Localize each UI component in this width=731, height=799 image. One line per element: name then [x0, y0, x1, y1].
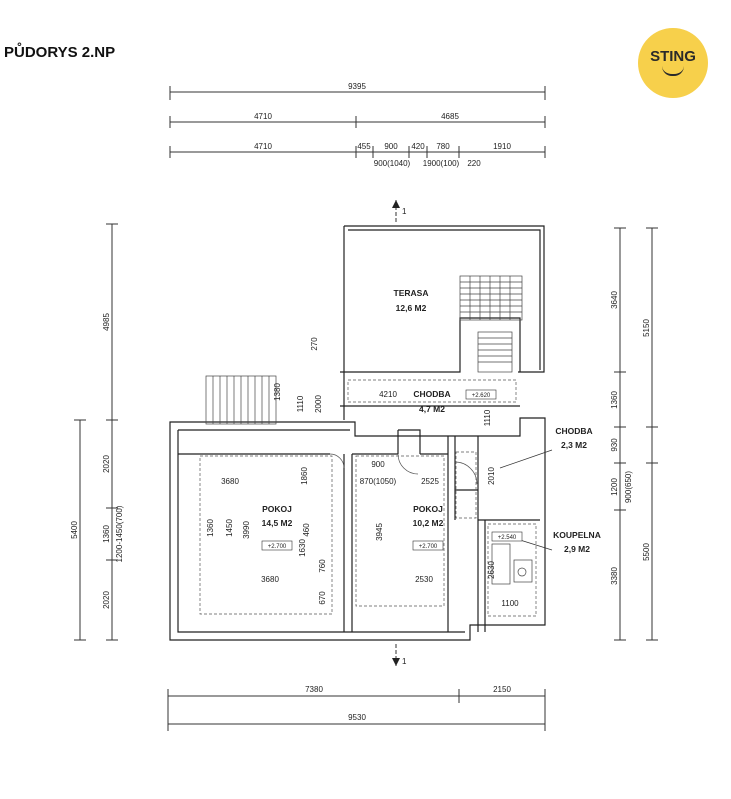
- room-pokoj2-name: POKOJ: [413, 504, 443, 514]
- room-pokoj1-name: POKOJ: [262, 504, 292, 514]
- dim-row3-sub-a: 900(1040): [374, 159, 411, 168]
- dim-koup-len: 2630: [487, 561, 496, 579]
- page-title: PŮDORYS 2.NP: [4, 44, 116, 61]
- dim-right-outer-2: 900(650): [624, 471, 633, 503]
- dim-p2-top: 2525: [421, 477, 439, 486]
- room-chodba1-area: 4,7 M2: [419, 404, 445, 414]
- room-pokoj2-area: 10,2 M2: [413, 518, 444, 528]
- room-koupelna-area: 2,9 M2: [564, 544, 590, 554]
- dim-bottom-left: 7380: [305, 685, 323, 694]
- room-chodba2-name: CHODBA: [555, 426, 592, 436]
- dim-row3-sub-b: 1900(100): [423, 159, 460, 168]
- room-terasa-area: 12,6 M2: [396, 303, 427, 313]
- dim-ch2-len: 2010: [487, 467, 496, 485]
- room-pokoj2-level: +2.700: [419, 544, 438, 550]
- dim-p2-h: 3945: [375, 523, 384, 541]
- dim-p1-door-b: 1630: [298, 539, 307, 557]
- dim-p2-door-b: 870(1050): [360, 477, 397, 486]
- logo-smile-icon: [662, 66, 684, 76]
- dim-left-inner-3: 1200-1450(700): [115, 505, 124, 562]
- section-mark-top: 1: [402, 207, 407, 216]
- dim-stair-c: 2000: [314, 395, 323, 413]
- dim-overall-top: 9395: [348, 82, 366, 91]
- dim-right-inner-5: 3380: [610, 567, 619, 585]
- dim-p1-h: 3990: [242, 521, 251, 539]
- dim-bottom-right: 2150: [493, 685, 511, 694]
- dim-left-outer-top: 4985: [102, 313, 111, 331]
- dim-right-inner-2: 1360: [610, 391, 619, 409]
- dim-p1-side-a: 1360: [206, 519, 215, 537]
- dim-p1-door-c: 460: [302, 523, 311, 537]
- room-chodba2-area: 2,3 M2: [561, 440, 587, 450]
- dim-p2-bottom: 2530: [415, 575, 433, 584]
- room-chodba1-level: +2.620: [472, 393, 491, 399]
- dim-top-left: 4710: [254, 112, 272, 121]
- stairs-left: [205, 375, 277, 425]
- room-pokoj1-area: 14,5 M2: [262, 518, 293, 528]
- room-chodba1-name: CHODBA: [413, 389, 450, 399]
- room-terasa-name: TERASA: [394, 288, 429, 298]
- dim-chodba-w: 1110: [483, 409, 492, 426]
- dim-row3-b: 455: [357, 142, 371, 151]
- dim-p1-door-e: 670: [318, 591, 327, 605]
- dim-right-outer-1: 5150: [642, 319, 651, 337]
- room-pokoj1-level: +2.700: [268, 544, 287, 550]
- section-mark-bottom: 1: [402, 657, 407, 666]
- room-koupelna-name: KOUPELNA: [553, 530, 601, 540]
- dim-row3-d: 420: [411, 142, 425, 151]
- stairs-right: [459, 275, 523, 373]
- dim-row3-e: 780: [436, 142, 450, 151]
- dim-koup-w: 1100: [501, 599, 519, 608]
- dim-p1-door-a: 1860: [300, 467, 309, 485]
- dim-left-inner-4: 2020: [102, 591, 111, 609]
- dim-right-inner-4: 1200: [610, 478, 619, 496]
- dim-row3-f: 1910: [493, 142, 511, 151]
- dim-left-outer-bottom: 5400: [70, 521, 79, 539]
- dim-chodba-len: 4210: [379, 390, 397, 399]
- dim-p1-door-d: 760: [318, 559, 327, 573]
- dim-stair-b: 1110: [296, 395, 305, 412]
- dim-bottom-overall: 9530: [348, 713, 366, 722]
- room-koupelna-level: +2.540: [498, 535, 517, 541]
- dim-left-inner-2: 1360: [102, 525, 111, 543]
- logo-text: STING: [650, 48, 696, 65]
- dim-p1-side-b: 1450: [225, 519, 234, 537]
- dim-right-inner-3: 930: [610, 438, 619, 452]
- dim-row3-sub-c: 220: [467, 159, 481, 168]
- sting-logo: STING: [638, 28, 708, 98]
- dim-row3-a: 4710: [254, 142, 272, 151]
- dim-row3-c: 900: [384, 142, 398, 151]
- dim-stair-d: 270: [310, 337, 319, 351]
- dim-p1-bottom: 3680: [261, 575, 279, 584]
- dim-stair-a: 1380: [273, 383, 282, 401]
- dim-p1-top: 3680: [221, 477, 239, 486]
- dim-right-inner-1: 3640: [610, 291, 619, 309]
- dim-left-inner-1: 2020: [102, 455, 111, 473]
- dim-top-right: 4685: [441, 112, 459, 121]
- dim-p2-door: 900: [371, 460, 385, 469]
- dim-right-outer-3: 5500: [642, 543, 651, 561]
